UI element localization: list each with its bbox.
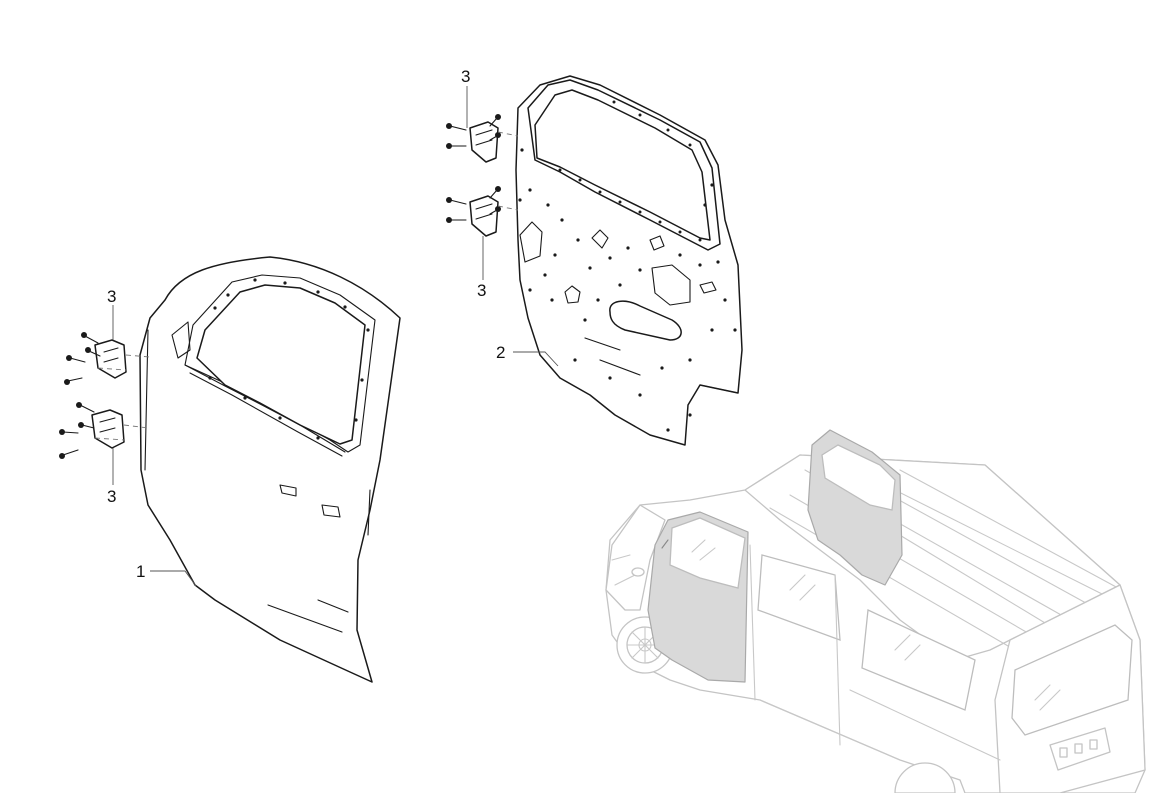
callout-labels: 1 2 3 3 3 3: [107, 67, 559, 587]
rear-door-channel-marks: [558, 100, 702, 242]
front-hinge-bolts: [59, 332, 101, 459]
front-door-handle: [321, 504, 341, 518]
van-reference-view: [605, 429, 1146, 793]
rear-door-panel-marks: [518, 148, 737, 432]
rear-hinge-bolts: [446, 114, 501, 223]
front-door-window-opening: [196, 284, 366, 445]
front-door-assembly: [139, 256, 401, 683]
callout-3-front-lower: 3: [107, 487, 116, 506]
callout-3-rear-upper: 3: [461, 67, 470, 86]
callout-3-rear-lower: 3: [477, 281, 486, 300]
callout-1: 1: [136, 562, 145, 581]
rear-door-assembly: [515, 75, 743, 446]
rear-door-hinges: [446, 114, 519, 237]
front-door-channel-marks: [208, 278, 370, 440]
callout-2: 2: [496, 343, 505, 362]
callout-3-front-upper: 3: [107, 287, 116, 306]
front-door-hinges: [59, 332, 151, 459]
